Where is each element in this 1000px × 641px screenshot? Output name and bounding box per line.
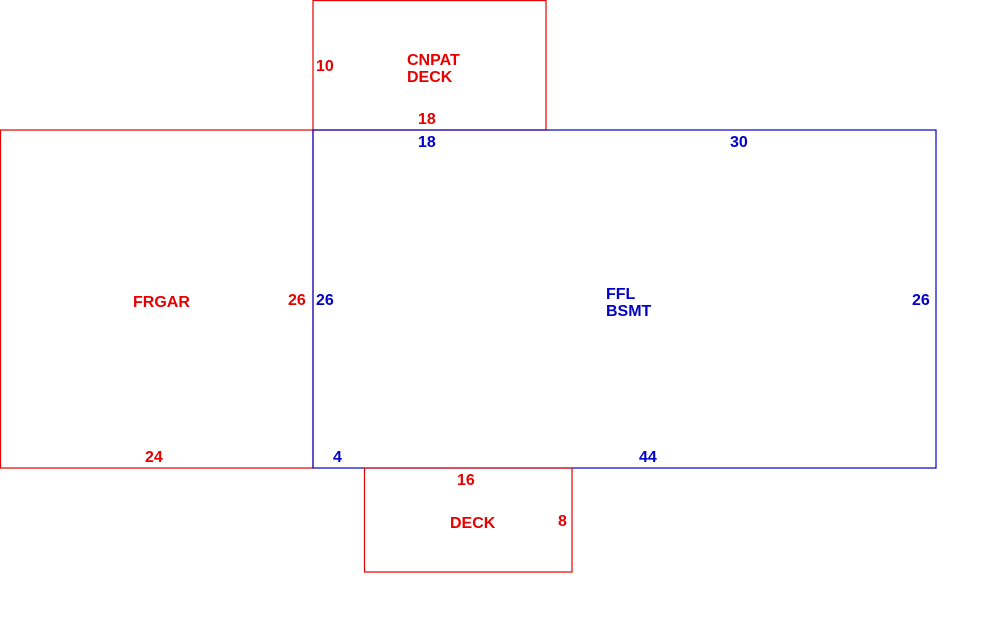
area-frgar: FRGAR 26 24	[0, 129, 314, 469]
ffl-bsmt-bottom-left-dimension: 4	[333, 449, 342, 466]
ffl-bsmt-left-dimension: 26	[316, 292, 334, 309]
area-deck: DECK 16 8	[363, 467, 573, 573]
area-cnpat-deck: CNPAT DECK 10 18	[312, 0, 547, 131]
ffl-bsmt-label-line-2: BSMT	[606, 303, 652, 320]
ffl-bsmt-bottom-right-dimension: 44	[639, 449, 657, 466]
ffl-bsmt-top-right-dimension: 30	[730, 134, 748, 151]
ffl-bsmt-top-left-dimension: 18	[418, 134, 436, 151]
cnpat-deck-label-line-2: DECK	[407, 69, 453, 86]
deck-outline	[363, 467, 573, 573]
ffl-bsmt-right-dimension: 26	[912, 292, 930, 309]
deck-top-dimension: 16	[457, 472, 475, 489]
frgar-right-dimension: 26	[288, 292, 306, 309]
cnpat-deck-bottom-dimension: 18	[418, 111, 436, 128]
cnpat-deck-label-line-1: CNPAT	[407, 52, 460, 69]
area-ffl-bsmt: FFL BSMT 18 30 26 26 4 44	[312, 129, 937, 469]
ffl-bsmt-outline	[312, 129, 937, 469]
frgar-bottom-dimension: 24	[145, 449, 163, 466]
cnpat-deck-side-dimension: 10	[316, 58, 334, 75]
ffl-bsmt-label-line-1: FFL	[606, 286, 636, 303]
deck-right-dimension: 8	[558, 513, 567, 530]
deck-label: DECK	[450, 515, 496, 532]
frgar-label: FRGAR	[133, 294, 190, 311]
